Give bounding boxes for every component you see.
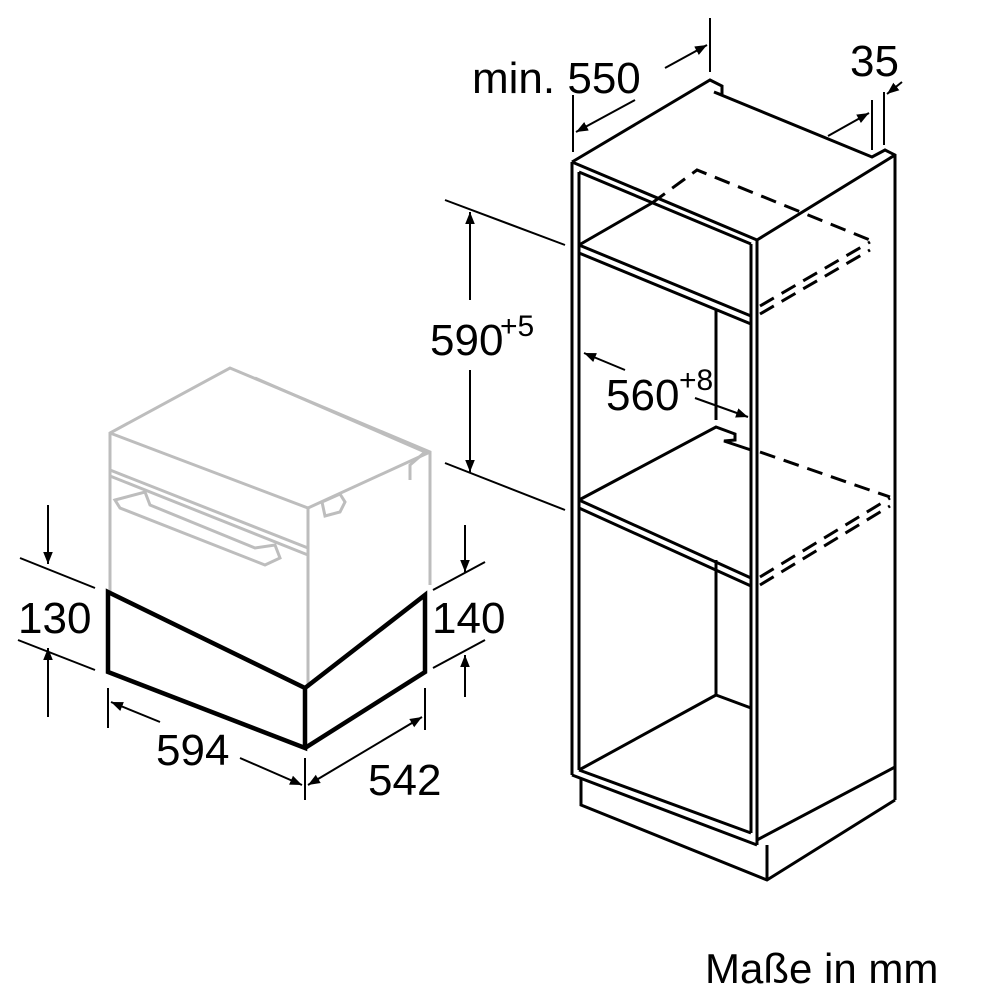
svg-text:min. 550: min. 550 [472,54,641,103]
dimension-value: 590 [430,316,503,365]
dimension-niche-width: 560 +8 [583,352,749,420]
dimension-value: 594 [156,726,229,775]
oven-ghost [108,366,432,688]
dimension-value: 35 [850,37,899,86]
dimension-value: 140 [432,594,505,643]
dimension-value: 550 [567,54,640,103]
dimension-tolerance: +5 [500,310,534,343]
dimension-drawer-front-height: 130 [17,505,96,717]
dimension-prefix: min. [472,54,555,103]
dimension-value: 560 [606,371,679,420]
tall-cabinet [570,78,897,882]
dimension-tolerance: +8 [679,364,713,397]
dimension-niche-height: 590 +5 [430,199,566,511]
warming-drawer [105,588,428,752]
dimension-panel-offset: 35 [827,37,903,150]
dimension-cabinet-depth: min. 550 [472,18,711,152]
dimension-value: 542 [368,756,441,805]
dimension-drawer-depth: 542 [307,688,441,805]
units-note: Maße in mm [705,945,938,992]
dimension-drawer-width: 594 [107,688,306,800]
dimension-drawer-side-height: 140 [432,525,505,697]
dimension-value: 130 [18,594,91,643]
